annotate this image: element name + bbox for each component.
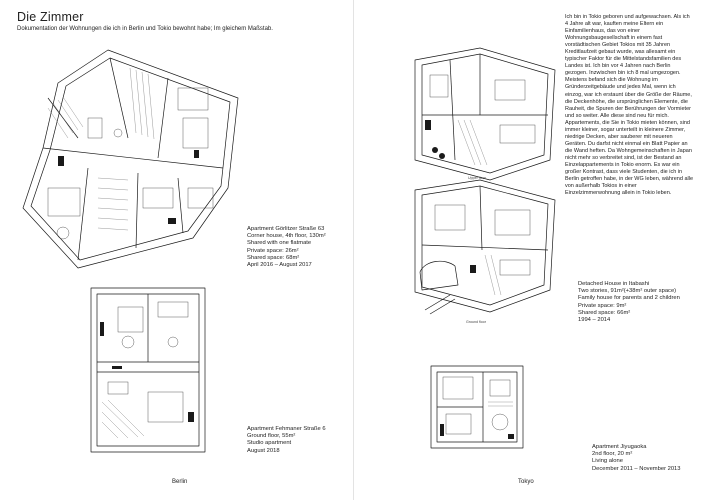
- caption-line: Apartment Fehmaner Straße 6: [247, 426, 326, 432]
- page-subtitle: Dokumentation der Wohnungen die ich in B…: [17, 26, 273, 32]
- caption-goerlitzer: Apartment Görlitzer Straße 63 Corner hou…: [247, 226, 326, 269]
- caption-line: Private space: 9m²: [578, 302, 627, 309]
- caption-line: Private space: 26m²: [247, 247, 299, 254]
- caption-line: 2nd floor, 20 m²: [592, 451, 633, 458]
- page-title: Die Zimmer: [17, 10, 84, 24]
- caption-line: Detached House in Itabashi: [578, 281, 650, 287]
- caption-jiyugaoka: Apartment Jiyugaoka 2nd floor, 20 m² Liv…: [592, 444, 681, 473]
- axonometric-drawing-jiyugaoka: [428, 362, 526, 452]
- spread-gutter: [353, 0, 354, 500]
- axonometric-drawing-goerlitzer: [18, 38, 248, 278]
- caption-line: Apartment Görlitzer Straße 63: [247, 226, 325, 232]
- caption-fehmaner: Apartment Fehmaner Straße 6 Ground floor…: [247, 426, 326, 455]
- city-label-berlin: Berlin: [172, 479, 188, 485]
- caption-line: Apartment Jiyugaoka: [592, 444, 647, 450]
- caption-line: Studio apartment: [247, 440, 292, 447]
- caption-line: December 2011 – November 2013: [592, 465, 681, 472]
- caption-line: Shared with one flatmate: [247, 240, 312, 247]
- caption-line: April 2016 – August 2017: [247, 262, 312, 269]
- axonometric-drawing-itabashi: [400, 40, 560, 330]
- floor-label-upper: Upper floor: [468, 176, 486, 180]
- intro-text: Ich bin in Tokio geboren und aufgewachse…: [565, 14, 694, 197]
- floor-label-ground: Ground floor: [466, 320, 486, 324]
- caption-line: August 2018: [247, 447, 280, 454]
- caption-line: Shared space: 66m²: [578, 309, 631, 316]
- caption-line: 1994 – 2014: [578, 317, 611, 324]
- caption-line: Family house for parents and 2 children: [578, 295, 680, 302]
- city-label-tokyo: Tokyo: [518, 479, 534, 485]
- caption-line: Living alone: [592, 458, 623, 465]
- caption-line: Two stories, 91m²(+38m² outer space): [578, 288, 677, 295]
- caption-itabashi: Detached House in Itabashi Two stories, …: [578, 281, 680, 324]
- caption-line: Ground floor, 55m²: [247, 433, 296, 440]
- axonometric-drawing-fehmaner: [88, 282, 208, 457]
- caption-line: Corner house, 4th floor, 130m²: [247, 233, 326, 240]
- caption-line: Shared space: 68m²: [247, 254, 300, 261]
